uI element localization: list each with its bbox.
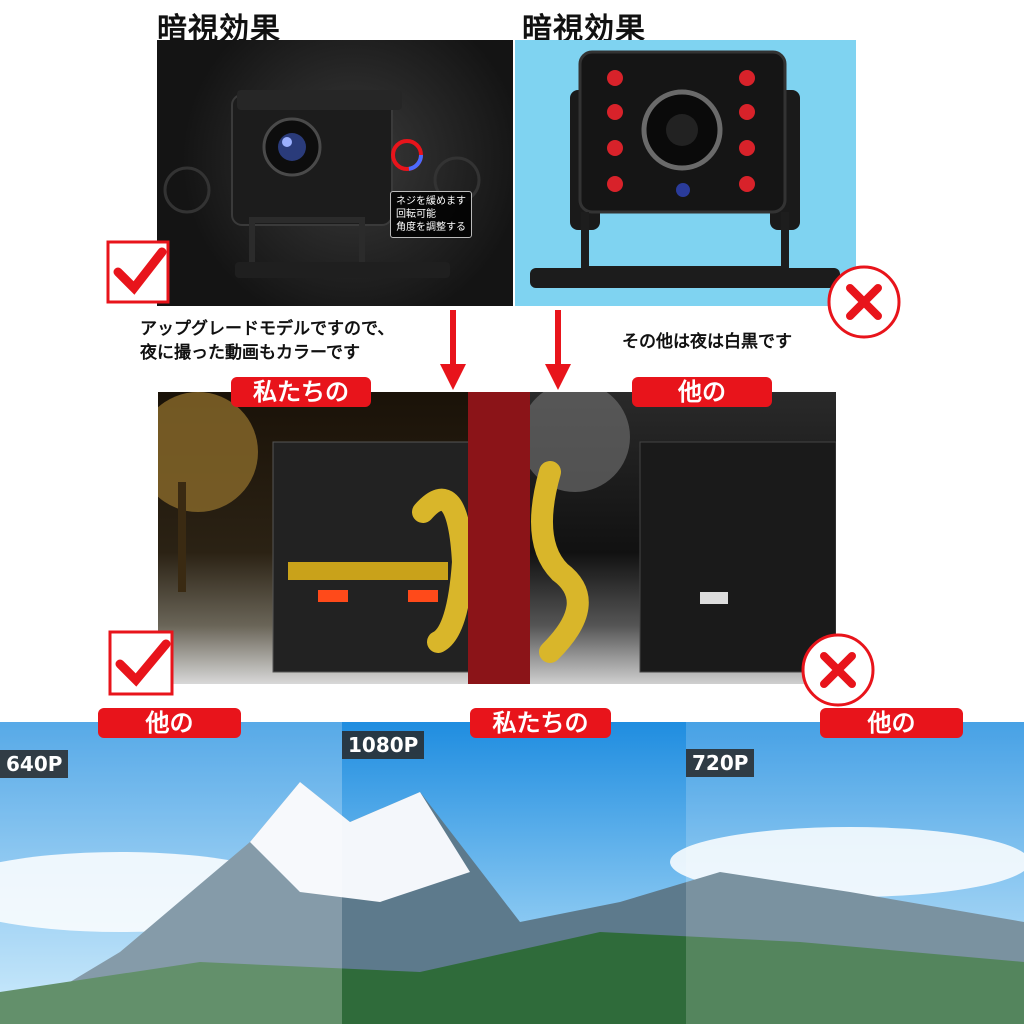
our-night-image — [138, 392, 475, 684]
other-camera-panel — [515, 40, 856, 306]
vs-divider — [468, 392, 530, 684]
other-camera-image — [530, 50, 840, 288]
resolution-720-label: 720P — [686, 749, 755, 777]
cross-icon — [800, 632, 876, 708]
other-night-tag: 他の — [632, 377, 772, 407]
our-caption: アップグレードモデルですので、 夜に撮った動画もカラーです — [140, 317, 394, 365]
down-arrow-left-icon — [440, 310, 466, 390]
bottom-left-tag: 他の — [98, 708, 241, 738]
other-caption: その他は夜は白黒です — [622, 332, 792, 352]
our-caption-line-2: 夜に撮った動画もカラーです — [140, 343, 360, 363]
our-camera-image — [163, 90, 481, 278]
checkmark-icon — [106, 240, 170, 304]
our-camera-panel — [157, 40, 513, 306]
down-arrow-right-icon — [545, 310, 571, 390]
tooltip-line-2: 回転可能 — [396, 209, 436, 220]
tooltip-line-3: 角度を調整する — [396, 222, 466, 233]
resolution-comparison-image — [0, 722, 1024, 1024]
bottom-right-tag: 他の — [820, 708, 963, 738]
resolution-640-label: 640P — [0, 750, 69, 778]
tooltip-line-1: ネジを緩めます — [396, 196, 466, 207]
other-night-image — [520, 382, 837, 684]
our-night-tag: 私たちの — [231, 377, 371, 407]
rotation-tooltip: ネジを緩めます 回転可能 角度を調整する — [390, 191, 472, 238]
bottom-center-tag: 私たちの — [470, 708, 611, 738]
resolution-1080-label: 1080P — [342, 731, 425, 759]
our-caption-line-1: アップグレードモデルですので、 — [140, 319, 395, 339]
cross-icon — [826, 264, 902, 340]
checkmark-icon — [108, 630, 174, 696]
